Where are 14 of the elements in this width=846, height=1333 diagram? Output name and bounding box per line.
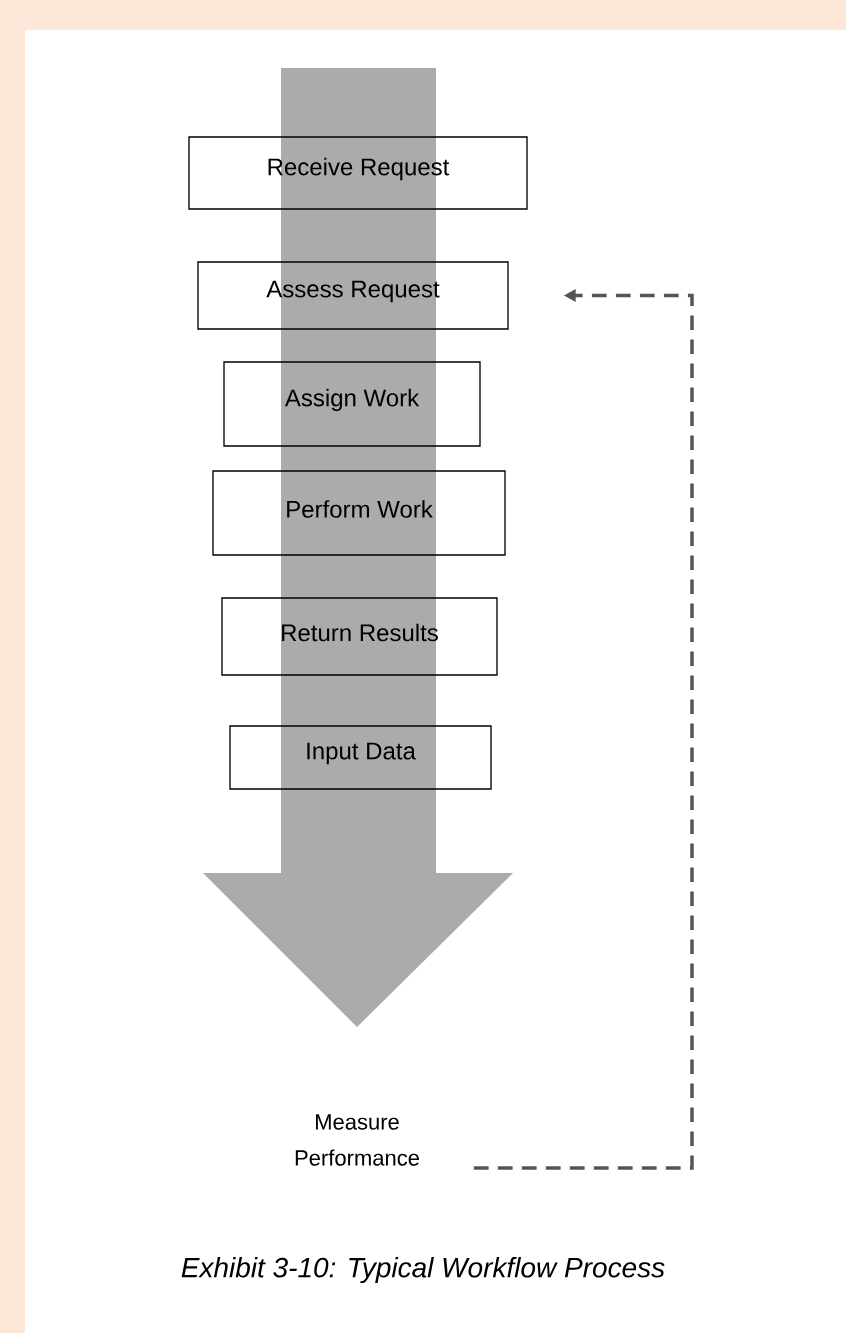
- process-box: [223, 361, 481, 447]
- box-label: Perform Work: [287, 500, 433, 518]
- box-label: Return Results: [282, 623, 438, 642]
- step-label: Measure Performance: [295, 1114, 419, 1166]
- caption: Exhibit 3-10: Typical Workflow Process: [181, 1256, 665, 1284]
- process-box: [221, 597, 498, 676]
- process-box: [188, 136, 528, 210]
- box-label: Receive Request: [268, 157, 450, 181]
- box-label: Assign Work: [284, 388, 420, 412]
- box-label: Assess Request: [266, 280, 440, 303]
- process-box: [197, 261, 509, 330]
- box-label: Input Data: [307, 742, 416, 765]
- process-box: [229, 725, 492, 790]
- process-box: [212, 470, 506, 556]
